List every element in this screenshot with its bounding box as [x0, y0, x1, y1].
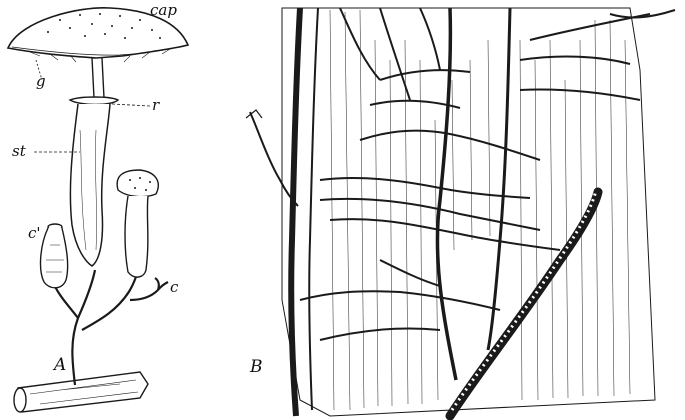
panel-b-rhizomorph-drawing	[246, 8, 675, 416]
panel-a-mushroom-drawing	[8, 8, 188, 412]
ring	[70, 97, 118, 105]
wood-outline	[282, 8, 655, 416]
label-stalk: st	[12, 142, 27, 160]
stalk-neck	[92, 58, 104, 98]
label-ring: r	[152, 96, 160, 114]
label-gills: g	[36, 72, 46, 90]
small-mushroom-right	[117, 170, 158, 277]
label-young-cup: c'	[28, 224, 41, 242]
label-button: c	[170, 278, 179, 296]
panel-b-label: B	[249, 357, 263, 377]
panel-a-label: A	[52, 355, 66, 375]
young-cup-left	[41, 224, 68, 288]
mycelium-strands	[52, 270, 168, 385]
log-base	[14, 372, 148, 412]
label-cap: cap	[150, 1, 177, 19]
main-stalk	[70, 104, 110, 266]
